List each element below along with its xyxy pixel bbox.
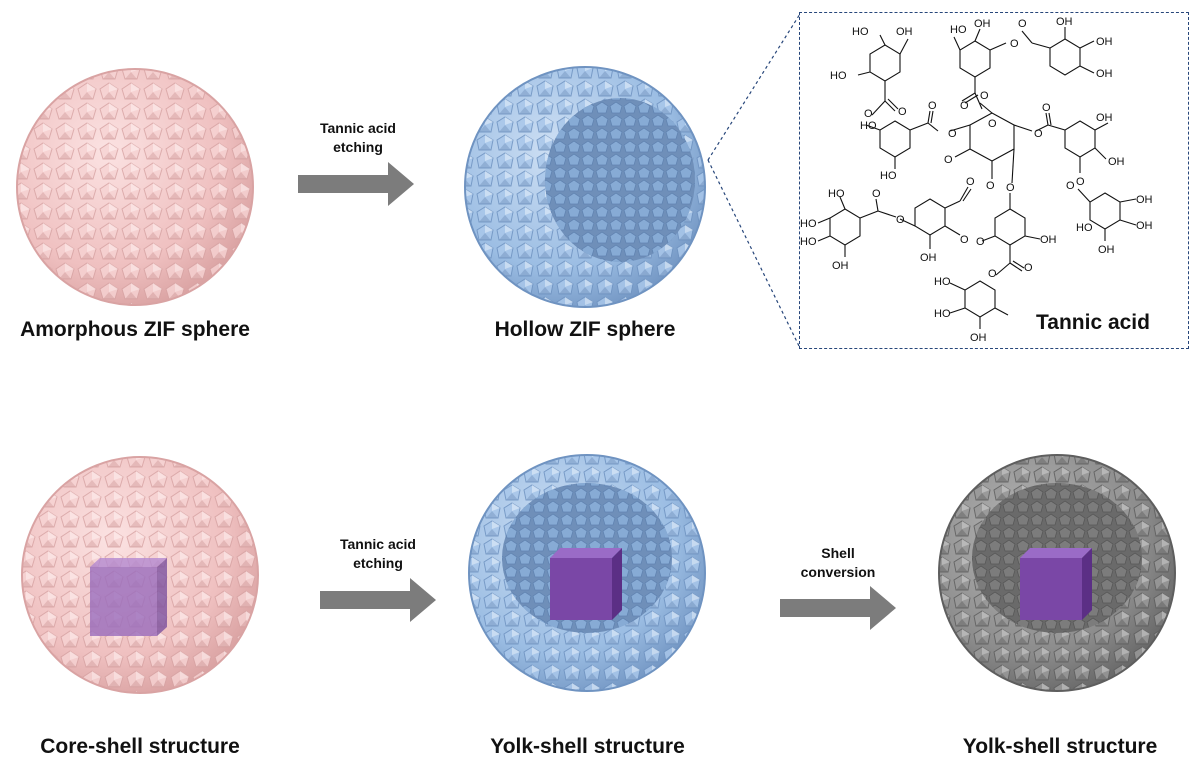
tannic-acid-label: Tannic acid [1036,311,1150,335]
chem-o-6: O [980,90,989,102]
top-arrow-line1: Tannic acid [298,119,418,138]
chem-o-4: O [864,108,873,120]
chem-o-20: O [960,234,969,246]
chem-ho-7: HO [828,188,845,200]
chem-o-13: O [1076,176,1085,188]
chem-ho-11: HO [934,308,951,320]
yolk-shell-blue-sphere [462,448,712,698]
chem-oh-4: OH [1096,36,1113,48]
chem-ho-2: HO [830,70,847,82]
chem-oh-14: OH [970,332,987,344]
chem-o-14: O [1066,180,1075,192]
top-arrow-label: Tannic acid etching [298,119,418,157]
chem-o-12: O [1042,102,1051,114]
chem-oh-9: OH [1136,220,1153,232]
chem-oh-2: OH [974,18,991,30]
chem-o-7: O [988,118,997,130]
chem-ho-4: HO [860,120,877,132]
chem-o-16: O [1006,182,1015,194]
yolk-shell-gray-label: Yolk-shell structure [925,735,1195,759]
chem-o-18: O [896,214,905,226]
bottom-right-arrow-line2: conversion [778,563,898,582]
top-process-arrow [298,162,416,206]
bottom-right-process-arrow [780,586,898,630]
bottom-left-arrow-line1: Tannic acid [318,535,438,554]
amorphous-zif-sphere [10,62,260,312]
chem-o-21: O [976,236,985,248]
chem-ho-10: HO [934,276,951,288]
chem-oh-10: OH [1098,244,1115,256]
yolk-cube-gray [1020,548,1092,620]
chem-ho-6: HO [1076,222,1093,234]
yolk-cube-blue [550,548,622,620]
zoom-lines [700,12,802,352]
hollow-zif-sphere-label: Hollow ZIF sphere [455,318,715,342]
chem-o-9: O [948,128,957,140]
chem-ho-1: HO [852,26,869,38]
bottom-left-process-arrow [320,578,438,622]
bottom-right-arrow-label: Shell conversion [778,544,898,582]
chem-o-10: O [944,154,953,166]
chem-o-3: O [898,106,907,118]
chem-o-1: O [1010,38,1019,50]
chem-o-2: O [1018,18,1027,30]
chem-o-23: O [1024,262,1033,274]
chem-oh-1: OH [896,26,913,38]
yolk-shell-blue-label: Yolk-shell structure [455,735,720,759]
chem-ho-8: HO [800,218,817,230]
bottom-right-arrow-line1: Shell [778,544,898,563]
bottom-left-arrow-line2: etching [318,554,438,573]
chem-o-5: O [960,100,969,112]
chem-oh-6: OH [1096,112,1113,124]
chem-o-15: O [986,180,995,192]
bottom-left-arrow-label: Tannic acid etching [318,535,438,573]
hollow-zif-sphere [455,62,715,312]
chem-o-11: O [1034,128,1043,140]
chem-o-22: O [988,268,997,280]
core-shell-sphere [15,450,265,700]
chem-oh-12: OH [920,252,937,264]
chem-oh-13: OH [1040,234,1057,246]
chem-o-8: O [928,100,937,112]
chem-o-17: O [966,176,975,188]
yolk-shell-gray-sphere [932,448,1182,698]
core-shell-label: Core-shell structure [5,735,275,759]
tannic-acid-inset: HO OH HO HO OH O O OH OH OH O O O O O O … [799,12,1189,349]
chem-ho-3: HO [950,24,967,36]
amorphous-zif-sphere-label: Amorphous ZIF sphere [0,318,270,342]
chem-oh-3: OH [1056,16,1073,28]
chem-ho-5: HO [880,170,897,182]
core-cube [90,558,167,636]
tannic-acid-structure: HO OH HO HO OH O O OH OH OH O O O O O O … [800,13,1187,347]
chem-ho-9: HO [800,236,817,248]
chem-oh-8: OH [1136,194,1153,206]
chem-o-19: O [872,188,881,200]
chem-oh-7: OH [1108,156,1125,168]
chem-oh-11: OH [832,260,849,272]
chem-oh-5: OH [1096,68,1113,80]
top-arrow-line2: etching [298,138,418,157]
